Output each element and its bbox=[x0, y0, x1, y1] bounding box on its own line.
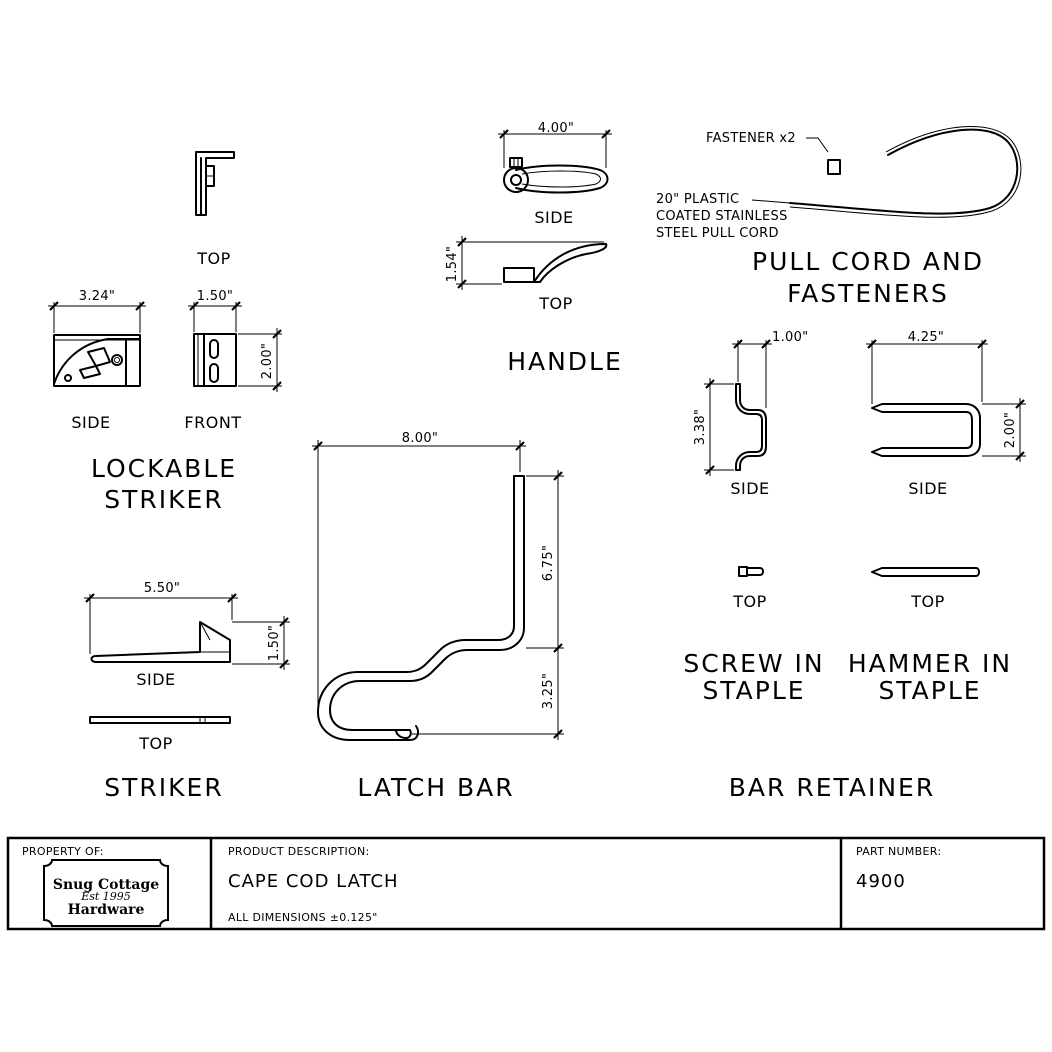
latch-bar-part bbox=[317, 475, 525, 741]
dim-hammer-in-height bbox=[982, 398, 1026, 462]
title-block: PROPERTY OF: Snug Cottage Est 1995 Hardw… bbox=[6, 836, 1046, 931]
dim-latch-bar-lower-text: 3.25" bbox=[541, 673, 556, 709]
dim-lockable-front-height bbox=[238, 328, 282, 392]
lockable-striker-side-view bbox=[53, 334, 141, 387]
dim-latch-bar-lower bbox=[412, 644, 564, 740]
striker-group: SIDE 5.50" 1.50" TOP STRIKER bbox=[84, 581, 290, 802]
logo-text-line1: Snug Cottage bbox=[53, 877, 159, 893]
dim-striker-length-text: 5.50" bbox=[144, 581, 180, 596]
cord-note-line1: 20" PLASTIC bbox=[656, 192, 739, 207]
dim-lockable-side-width-text: 3.24" bbox=[79, 289, 115, 304]
striker-side-label: SIDE bbox=[136, 670, 175, 689]
handle-title: HANDLE bbox=[507, 347, 623, 376]
pull-cord-title-line1: PULL CORD AND bbox=[752, 247, 984, 276]
dim-striker-length bbox=[84, 593, 238, 654]
product-name: CAPE COD LATCH bbox=[228, 871, 399, 892]
fastener-note: FASTENER x2 bbox=[706, 131, 796, 146]
dim-handle-length bbox=[498, 129, 612, 168]
hammer-in-title-line1: HAMMER IN bbox=[848, 649, 1012, 678]
dim-striker-height bbox=[232, 616, 290, 670]
dim-hammer-in-width-text: 4.25" bbox=[908, 330, 944, 345]
dim-screw-in-height bbox=[704, 378, 734, 476]
latch-bar-title: LATCH BAR bbox=[357, 773, 514, 802]
tolerance-note: ALL DIMENSIONS ±0.125" bbox=[228, 911, 378, 924]
cord-note-line2: COATED STAINLESS bbox=[656, 209, 788, 224]
dim-screw-in-width bbox=[732, 339, 772, 408]
product-description-label: PRODUCT DESCRIPTION: bbox=[228, 845, 370, 858]
handle-top-label: TOP bbox=[538, 294, 573, 313]
pull-cord-title-line2: FASTENERS bbox=[787, 279, 949, 308]
dim-screw-in-height-text: 3.38" bbox=[693, 409, 708, 445]
property-label: PROPERTY OF: bbox=[22, 845, 104, 858]
lockable-striker-title-line2: STRIKER bbox=[104, 485, 223, 514]
dim-latch-bar-width bbox=[312, 440, 526, 706]
dim-hammer-in-height-text: 2.00" bbox=[1003, 412, 1018, 448]
dim-latch-bar-width-text: 8.00" bbox=[402, 431, 438, 446]
fastener-part bbox=[827, 159, 841, 175]
pull-cord-part bbox=[789, 125, 1022, 218]
hammer-in-title-line2: STAPLE bbox=[878, 676, 981, 705]
bar-retainer-group: SIDE 1.00" 3.38" TOP SCREW IN STAPLE bbox=[683, 330, 1026, 802]
title-block-border bbox=[6, 836, 1046, 931]
striker-top-label: TOP bbox=[138, 734, 173, 753]
hammer-in-staple-top-view bbox=[871, 567, 980, 577]
dim-lockable-front-width-text: 1.50" bbox=[197, 289, 233, 304]
screw-in-side-label: SIDE bbox=[730, 479, 769, 498]
dim-latch-bar-upper-text: 6.75" bbox=[541, 545, 556, 581]
dim-handle-length-text: 4.00" bbox=[538, 121, 574, 136]
striker-side-view bbox=[90, 621, 231, 663]
handle-side-label: SIDE bbox=[534, 208, 573, 227]
lockable-striker-title-line1: LOCKABLE bbox=[91, 454, 237, 483]
screw-in-top-label: TOP bbox=[732, 592, 767, 611]
dim-handle-height-text: 1.54" bbox=[445, 246, 460, 282]
lockable-striker-side-label: SIDE bbox=[71, 413, 110, 432]
dim-hammer-in-width bbox=[866, 339, 988, 404]
bar-retainer-title: BAR RETAINER bbox=[729, 773, 935, 802]
dim-lockable-front-width bbox=[188, 301, 242, 332]
lockable-striker-top-view bbox=[195, 151, 235, 216]
dim-lockable-front-height-text: 2.00" bbox=[260, 343, 275, 379]
handle-top-view bbox=[503, 243, 608, 283]
part-number: 4900 bbox=[856, 871, 906, 892]
screw-in-staple-side-view bbox=[735, 383, 767, 471]
screw-in-staple-top-view bbox=[738, 566, 764, 577]
handle-side-view bbox=[503, 157, 609, 194]
hammer-in-side-label: SIDE bbox=[908, 479, 947, 498]
striker-title: STRIKER bbox=[104, 773, 223, 802]
lockable-striker-front-view bbox=[193, 333, 237, 387]
company-logo: Snug Cottage Est 1995 Hardware bbox=[43, 859, 169, 927]
striker-top-view bbox=[89, 716, 231, 724]
hammer-in-staple-side-view bbox=[871, 403, 981, 457]
screw-in-title-line2: STAPLE bbox=[702, 676, 805, 705]
dim-screw-in-width-text: 1.00" bbox=[772, 330, 808, 345]
logo-text-line3: Hardware bbox=[68, 902, 145, 918]
dim-lockable-side-width bbox=[48, 301, 146, 333]
hammer-in-top-label: TOP bbox=[910, 592, 945, 611]
latch-bar-group: 8.00" 6.75" 3.25" LATCH BAR bbox=[312, 431, 564, 802]
screw-in-title-line1: SCREW IN bbox=[683, 649, 824, 678]
lockable-striker-top-label: TOP bbox=[196, 249, 231, 268]
dim-striker-height-text: 1.50" bbox=[267, 625, 282, 661]
dim-handle-height bbox=[456, 236, 604, 290]
part-number-label: PART NUMBER: bbox=[856, 845, 941, 858]
handle-group: SIDE 4.00" TOP 1.54" HANDLE bbox=[445, 121, 623, 376]
pull-cord-group: FASTENER x2 20" PLASTIC COATED STAINLESS… bbox=[656, 125, 1022, 308]
logo-text-line2: Est 1995 bbox=[80, 890, 131, 903]
lockable-striker-group: TOP SIDE 3.24" bbox=[48, 151, 282, 514]
lockable-striker-front-label: FRONT bbox=[184, 413, 241, 432]
cord-note-line3: STEEL PULL CORD bbox=[656, 226, 779, 241]
